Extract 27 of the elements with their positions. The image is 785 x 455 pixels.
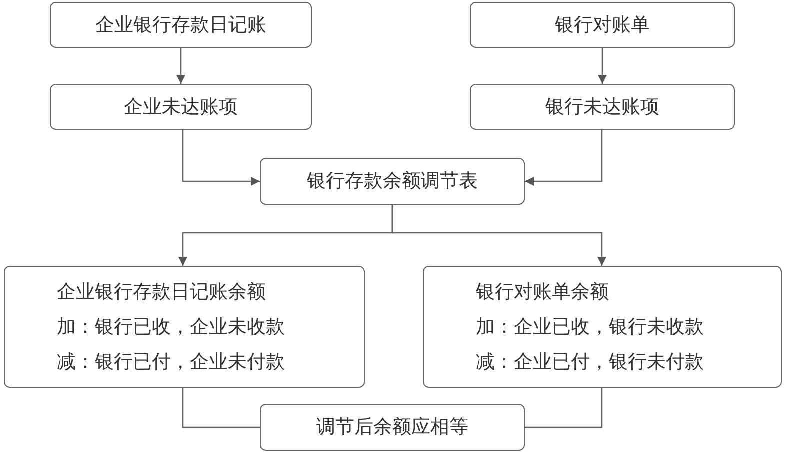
box-text: 减：银行已付，企业未付款 — [57, 350, 285, 374]
box-text: 银行对账单 — [555, 12, 650, 38]
process-box — [423, 266, 782, 388]
arrow — [525, 130, 603, 186]
box-text: 企业银行存款日记账余额 — [57, 280, 266, 304]
box-text: 企业未达账项 — [124, 94, 238, 120]
connector-line — [182, 388, 260, 428]
box-text: 银行对账单余额 — [476, 280, 609, 304]
arrow — [392, 205, 606, 266]
box-text: 银行存款余额调节表 — [307, 169, 478, 194]
process-box — [260, 404, 525, 451]
arrow — [182, 130, 260, 186]
box-text: 加：银行已收，企业未收款 — [57, 314, 285, 340]
box-text: 加：企业已收，银行未收款 — [476, 314, 704, 340]
box-text: 企业银行存款日记账 — [96, 12, 266, 38]
box-text: 银行未达账项 — [546, 94, 660, 120]
box-text: 调节后余额应相等 — [316, 415, 468, 440]
process-box — [260, 158, 525, 205]
arrow — [598, 48, 607, 84]
process-box — [4, 266, 365, 388]
process-box — [50, 2, 312, 48]
box-text: 减：企业已付，银行未付款 — [476, 350, 704, 374]
connector-line — [525, 388, 603, 428]
process-box — [50, 84, 312, 130]
arrow — [176, 48, 186, 84]
process-box — [470, 2, 735, 48]
process-box — [470, 84, 735, 130]
